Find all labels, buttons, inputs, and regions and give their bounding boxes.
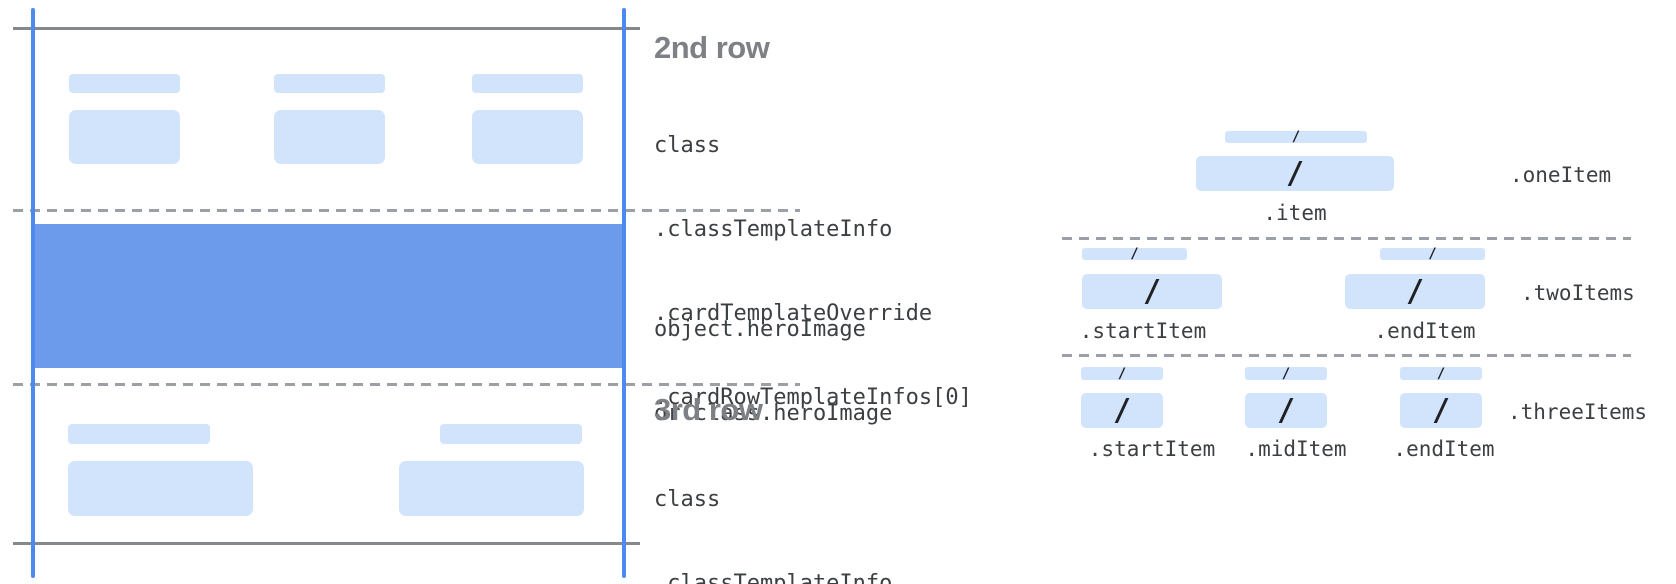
card-row-divider-bottom (13, 383, 800, 386)
two-items-start-label-bar: / (1082, 246, 1187, 262)
two-items-name-label: .twoItems (1521, 281, 1635, 305)
three-items-start-label: .startItem (1088, 437, 1216, 461)
card-row-divider-top (13, 209, 800, 212)
card-right-edge-line (622, 8, 626, 578)
placeholder-slash: / (1436, 365, 1446, 382)
three-items-mid-value-bar: / (1245, 393, 1327, 428)
one-item-name-label: .oneItem (1510, 163, 1612, 187)
row3-code-line: .classTemplateInfo (654, 571, 893, 584)
row2-item3-label-placeholder (472, 74, 583, 93)
one-item-item-label: .item (1263, 201, 1327, 225)
placeholder-slash: / (1431, 392, 1451, 428)
row3-end-label-placeholder (440, 424, 582, 444)
row3-code-line: class (654, 487, 721, 512)
row2-item1-value-placeholder (69, 110, 180, 164)
hero-code-block: object.heroImage or class.heroImage (654, 260, 892, 484)
placeholder-slash: / (1142, 273, 1162, 309)
row2-item3-value-placeholder (472, 110, 583, 164)
three-items-mid-label: .midItem (1245, 437, 1347, 461)
two-items-start-value-bar: / (1082, 274, 1222, 309)
row2-code-line: .classTemplateInfo (654, 217, 893, 242)
row3-start-value-placeholder (68, 461, 253, 516)
row3-code-block: class .classTemplateInfo .cardTemplateOv… (654, 430, 972, 584)
placeholder-slash: / (1428, 246, 1437, 262)
one-item-value-bar: / (1196, 156, 1394, 191)
placeholder-slash: / (1405, 273, 1425, 309)
two-items-end-value-bar: / (1345, 274, 1485, 309)
row2-item1-label-placeholder (69, 74, 180, 93)
placeholder-slash: / (1112, 392, 1132, 428)
two-items-end-label: .endItem (1374, 319, 1476, 343)
hero-code-line: object.heroImage (654, 317, 866, 342)
placeholder-slash: / (1285, 155, 1305, 191)
layout-divider-1 (1062, 237, 1631, 240)
placeholder-slash: / (1117, 365, 1127, 382)
row2-code-block: class .classTemplateInfo .cardTemplateOv… (654, 76, 972, 468)
row2-code-line: .cardTemplateOverride (654, 301, 933, 326)
one-item-label-bar: / (1225, 129, 1367, 145)
row3-start-label-placeholder (68, 424, 210, 444)
three-items-end-label-bar: / (1400, 365, 1482, 382)
layout-divider-2 (1062, 354, 1631, 357)
three-items-start-label-bar: / (1081, 365, 1163, 382)
three-items-end-label: .endItem (1393, 437, 1495, 461)
hero-code-line: or class.heroImage (654, 401, 893, 426)
row2-code-line: class (654, 133, 721, 158)
three-items-mid-label-bar: / (1245, 365, 1327, 382)
card-top-line (13, 27, 640, 30)
three-items-end-value-bar: / (1400, 393, 1482, 428)
hero-image-band (33, 224, 624, 368)
card-left-edge-line (31, 8, 35, 578)
row2-item2-label-placeholder (274, 74, 385, 93)
three-items-name-label: .threeItems (1508, 400, 1648, 424)
placeholder-slash: / (1276, 392, 1296, 428)
two-items-start-label: .startItem (1079, 319, 1207, 343)
placeholder-slash: / (1281, 365, 1291, 382)
row2-item2-value-placeholder (274, 110, 385, 164)
row3-end-value-placeholder (399, 461, 584, 516)
card-bottom-line (13, 542, 640, 545)
two-items-end-label-bar: / (1380, 246, 1485, 262)
three-items-start-value-bar: / (1081, 393, 1163, 428)
row3-heading: 3rd row (654, 392, 763, 427)
placeholder-slash: / (1291, 129, 1301, 145)
row2-heading: 2nd row (654, 30, 770, 65)
row2-code-line: .cardRowTemplateInfos[0] (654, 385, 972, 410)
placeholder-slash: / (1130, 246, 1139, 262)
